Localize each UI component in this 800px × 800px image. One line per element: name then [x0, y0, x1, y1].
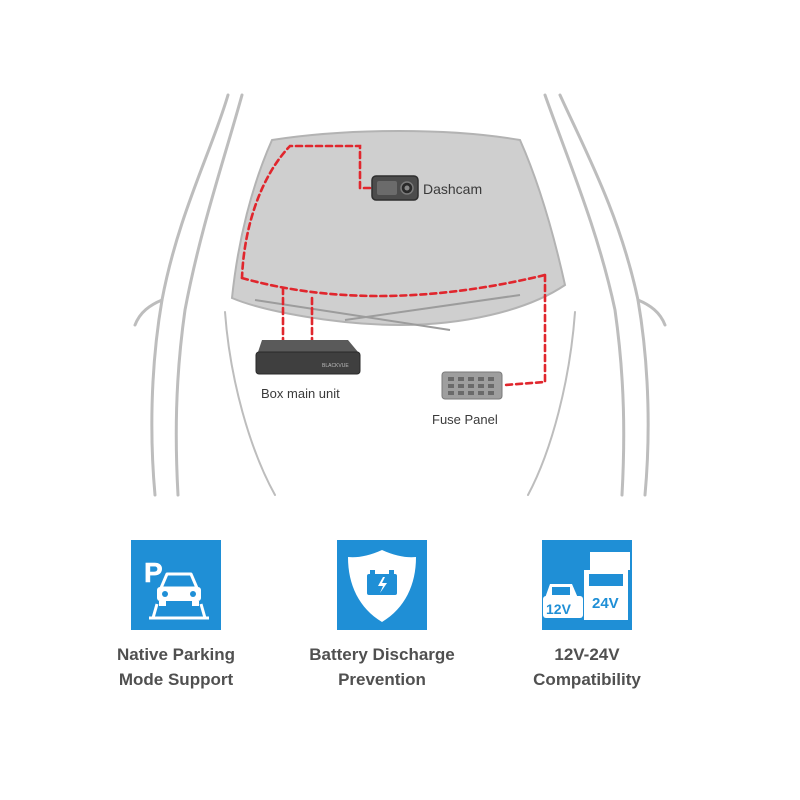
caption-line: Native Parking [116, 645, 236, 664]
box-main-unit: BLACKVUE [255, 340, 361, 375]
car-voltage-badge: 12V [546, 601, 572, 617]
caption-line: Compatibility [533, 670, 641, 689]
caption-line: Mode Support [118, 670, 234, 689]
parking-icon: P [131, 540, 221, 630]
feature-caption: Battery Discharge Prevention [282, 642, 482, 692]
caption-line: Battery Discharge [309, 645, 455, 664]
feature-battery-protection: Battery Discharge Prevention [282, 540, 482, 692]
caption-line: Prevention [338, 670, 426, 689]
truck-voltage-badge: 24V [592, 595, 619, 612]
dashcam-device [371, 175, 419, 201]
feature-list: P Native Parking Mode Support [0, 540, 800, 740]
feature-parking-mode: P Native Parking Mode Support [76, 540, 276, 692]
caption-line: 12V-24V [554, 645, 620, 664]
vehicles-voltage-icon: 24V 12V [542, 540, 632, 630]
battery-shield-icon [337, 540, 427, 630]
windshield [230, 130, 567, 327]
fuse-panel [441, 371, 503, 400]
wiper-blades [254, 294, 521, 331]
feature-caption: Native Parking Mode Support [76, 642, 276, 692]
install-diagram: Dashcam BLACKVUE Box main unit Fuse Pane… [133, 93, 667, 497]
parking-badge: P [144, 557, 163, 588]
feature-voltage-compat: 24V 12V 12V-24V Compatibility [487, 540, 687, 692]
box-brand-label: BLACKVUE [322, 363, 349, 369]
fuse-panel-label: Fuse Panel [432, 412, 498, 427]
car-outline [133, 93, 667, 497]
dashcam-label: Dashcam [423, 181, 482, 197]
box-main-unit-label: Box main unit [261, 386, 340, 401]
feature-caption: 12V-24V Compatibility [487, 642, 687, 692]
wire-paths [240, 144, 547, 387]
